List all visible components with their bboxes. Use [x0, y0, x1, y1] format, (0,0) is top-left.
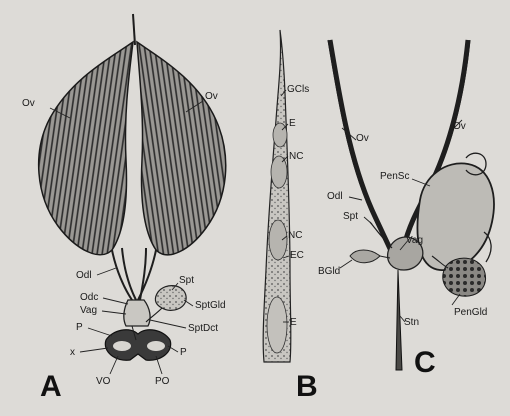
label-ec: EC: [290, 250, 304, 261]
label-odl-a: Odl: [76, 270, 92, 281]
leader-vag: [102, 311, 126, 314]
label-odc: Odc: [80, 292, 98, 303]
label-pensc: PenSc: [380, 171, 409, 182]
label-vag-a: Vag: [80, 305, 97, 316]
panel-letter-c: C: [414, 346, 436, 379]
label-sptgld: SptGld: [195, 300, 226, 311]
pen-sac: [417, 163, 493, 270]
panel-letter-a: A: [40, 370, 62, 403]
label-nc-b-top: NC: [289, 151, 303, 162]
label-e-b-top: E: [289, 118, 296, 129]
label-pengld: PenGld: [454, 307, 487, 318]
label-odl-c: Odl: [327, 191, 343, 202]
ovary-apex: [133, 14, 135, 45]
leader-odc: [103, 298, 128, 304]
leader-vo: [110, 356, 118, 374]
leader-odl: [97, 268, 116, 275]
egg-chamber-2: [271, 156, 287, 188]
panel-a: [39, 14, 226, 374]
leader-pengld: [452, 294, 460, 305]
leader-sptdct: [150, 320, 186, 328]
pen-gland: [443, 258, 486, 296]
bursa-gland: [350, 250, 380, 263]
label-e-b-bottom: E: [290, 317, 297, 328]
egg-chamber-3: [269, 220, 287, 260]
panel-letter-b: B: [296, 370, 318, 403]
right-plate-opening: [147, 341, 165, 351]
label-spt-a: Spt: [179, 275, 194, 286]
left-oviduct-inner: [122, 248, 136, 300]
stalk: [396, 270, 402, 370]
label-stn: Stn: [404, 317, 419, 328]
right-oviduct-inner: [140, 248, 146, 300]
leader-odl-c: [349, 197, 362, 200]
leader-bgld: [340, 260, 352, 268]
label-vag-c: Vag: [406, 235, 423, 246]
left-plate-opening: [113, 341, 131, 351]
label-p-left: P: [76, 322, 83, 333]
right-ovary: [137, 42, 226, 255]
label-p-right: P: [180, 347, 187, 358]
label-gcls: GCls: [287, 84, 309, 95]
panel-b: [263, 30, 291, 362]
c-left-ovary: [330, 40, 396, 262]
label-ov-c-left: Ov: [356, 133, 369, 144]
egg-chamber-4: [267, 297, 287, 353]
label-ov-c-right: Ov: [453, 121, 466, 132]
label-sptdct: SptDct: [188, 323, 218, 334]
label-ov-a-right: Ov: [205, 91, 218, 102]
label-x: x: [70, 347, 75, 358]
label-ov-a-left: Ov: [22, 98, 35, 109]
leader-x: [80, 348, 108, 352]
label-nc-b-bottom: NC: [288, 230, 302, 241]
spermatheca: [155, 286, 186, 311]
label-vo: VO: [96, 376, 111, 387]
label-spt-c: Spt: [343, 211, 358, 222]
left-ovary: [39, 42, 133, 255]
label-po: PO: [155, 376, 170, 387]
label-bgld: BGld: [318, 266, 340, 277]
leader-spt-c: [364, 217, 372, 224]
left-oviduct: [112, 250, 132, 300]
leader-p-left: [88, 328, 112, 336]
